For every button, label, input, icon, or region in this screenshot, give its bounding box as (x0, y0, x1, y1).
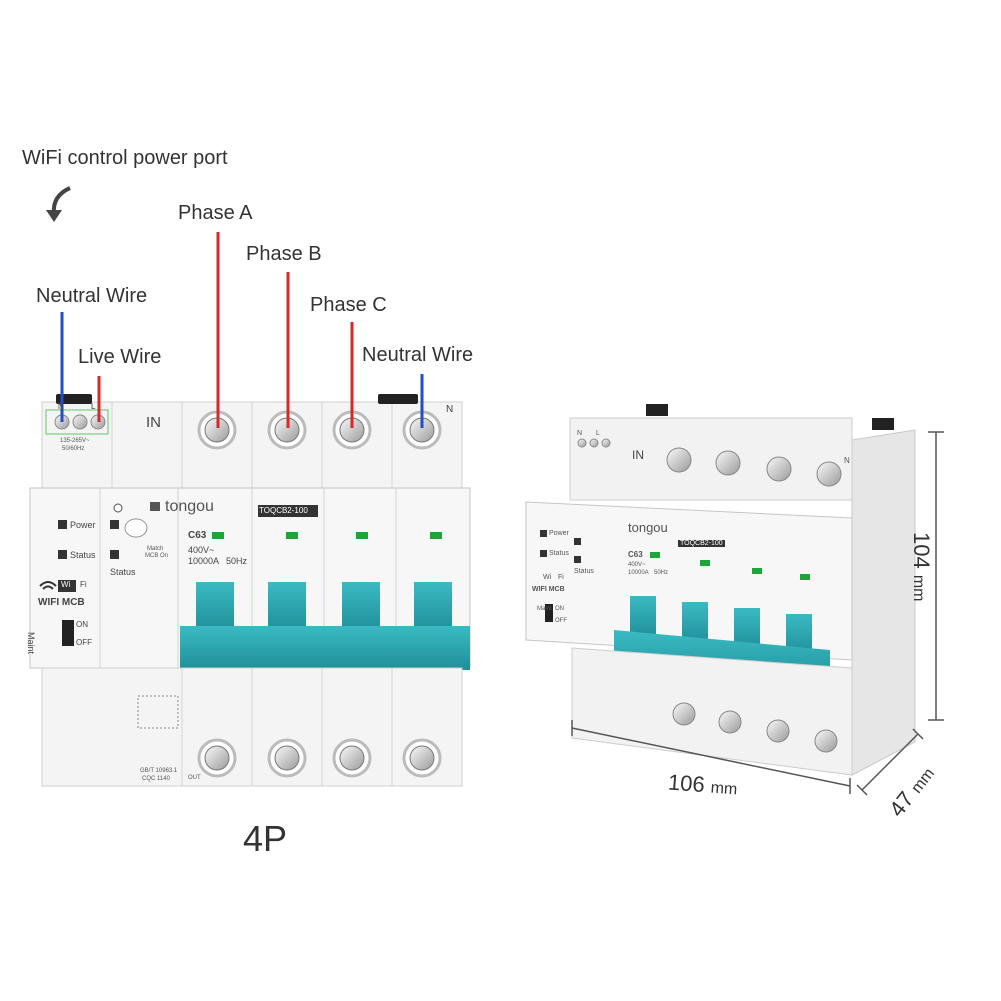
neutral-left-label: Neutral Wire (36, 285, 148, 307)
width-value: 106 (667, 769, 706, 798)
wifi-icon (39, 581, 57, 590)
side-terminal-l: L (596, 430, 600, 437)
side-wifi-badge-2: Fi (558, 574, 564, 581)
side-terminal-n: N (577, 430, 583, 437)
side-voltage: 400V~ (628, 562, 646, 568)
side-status-label-2: Status (574, 568, 594, 575)
phase-c-label: Phase C (310, 294, 387, 316)
side-status-label: Status (549, 550, 569, 557)
side-power-label: Power (549, 530, 569, 537)
side-on: ON (555, 606, 564, 612)
live-label: Live Wire (78, 346, 162, 368)
brand-label: tongou (165, 498, 214, 515)
front-breaker (29, 394, 471, 787)
standard-1: GB/T 10963.1 (140, 768, 178, 774)
input-freq: 50/60Hz (62, 446, 85, 452)
input-rating: 135-265V~ (60, 438, 90, 444)
side-curve: C63 (628, 550, 643, 559)
side-breaker (525, 404, 916, 776)
side-freq: 50Hz (654, 570, 669, 576)
terminal-n: N (58, 402, 64, 411)
side-in-label: IN (632, 448, 644, 462)
side-wifi-mcb: WIFI MCB (532, 586, 565, 593)
status-label: Status (70, 550, 96, 560)
side-brand: tongou (628, 520, 668, 535)
standard-2: CQC 1140 (142, 776, 170, 782)
wifi-badge: Wi (61, 580, 71, 589)
side-wifi-badge: Wi (543, 574, 552, 581)
side-off: OFF (555, 618, 567, 624)
wifi-port-label: WiFi control power port (22, 147, 228, 169)
wifi-badge-2: Fi (80, 580, 87, 589)
model-label: TOQCB2-100 (259, 506, 308, 515)
phase-a-label: Phase A (178, 202, 253, 224)
height-value: 104 (909, 532, 934, 569)
breaking-label: 10000A (188, 556, 220, 566)
off-label: OFF (76, 638, 92, 647)
on-label: ON (76, 620, 88, 629)
side-breaking: 10000A (628, 570, 649, 576)
neutral-right-label: Neutral Wire (362, 344, 474, 366)
in-label: IN (146, 414, 161, 431)
freq-label: 50Hz (226, 556, 248, 566)
side-neutral-mark: N (844, 456, 850, 465)
width-unit: mm (710, 779, 738, 799)
phase-b-label: Phase B (246, 243, 322, 265)
side-maint: Maint (537, 606, 552, 612)
status-label-2: Status (110, 567, 136, 577)
curve-label: C63 (188, 530, 207, 541)
terminal-l: L (91, 402, 96, 411)
height-unit: mm (910, 574, 927, 602)
sun-icon (113, 503, 123, 513)
out-label: OUT (188, 775, 201, 781)
dimension-lines (571, 431, 944, 796)
width-dimension: 106 mm (667, 770, 738, 801)
height-dimension: 104 mm (908, 532, 934, 602)
power-label: Power (70, 520, 96, 530)
neutral-mark: N (446, 404, 454, 415)
caption-4p: 4P (243, 818, 288, 859)
mcb-on-label: MCB On (145, 553, 169, 559)
side-model: TOQCB2-100 (678, 540, 725, 547)
voltage-label: 400V~ (188, 545, 215, 555)
match-label: Match (147, 546, 164, 552)
lock-icon (150, 502, 160, 511)
maint-label: Maint (26, 632, 36, 655)
wifi-mcb-label: WIFI MCB (38, 597, 85, 608)
